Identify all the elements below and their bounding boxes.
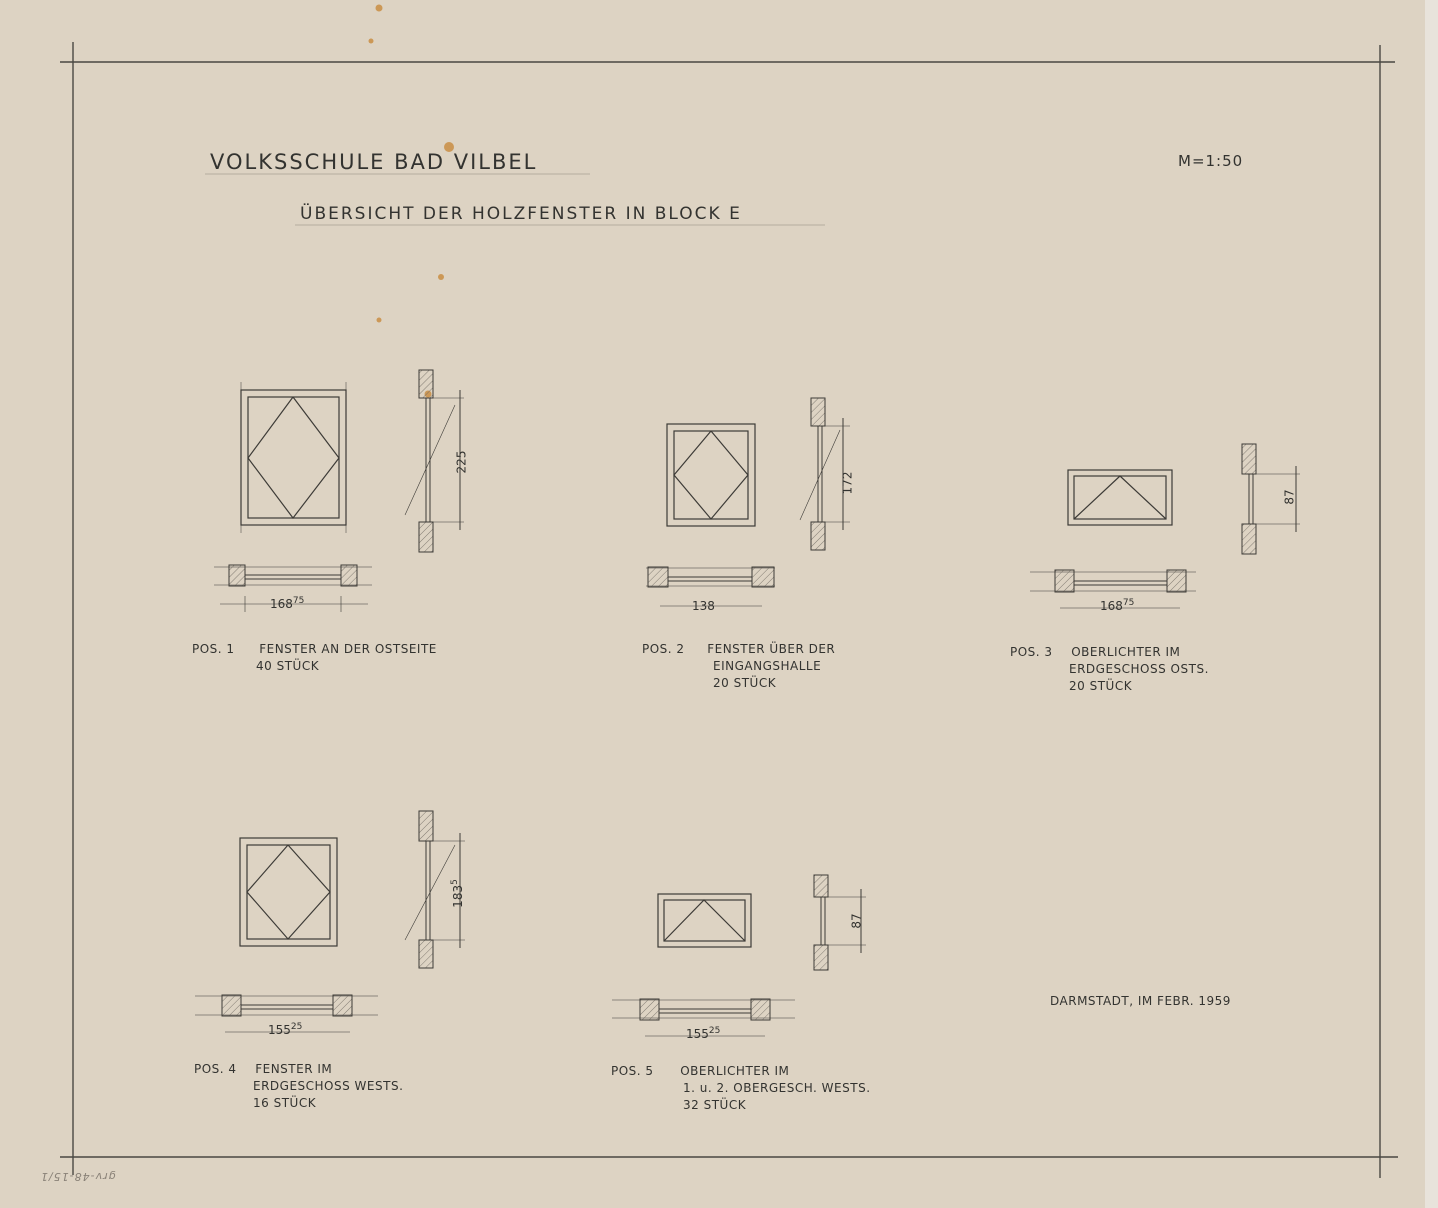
scale-label: M=1:50 bbox=[1178, 152, 1244, 170]
drawing-title: VOLKSSCHULE BAD VILBEL bbox=[210, 150, 538, 174]
pos2-height-dim: 172 bbox=[840, 471, 855, 495]
pos2-width-dim: 138 bbox=[692, 599, 715, 613]
pos2-section bbox=[799, 397, 850, 551]
pos2-elevation bbox=[666, 423, 756, 527]
drawing-subtitle: ÜBERSICHT DER HOLZFENSTER IN BLOCK E bbox=[300, 204, 742, 224]
title-guides bbox=[205, 173, 825, 226]
border-frame bbox=[60, 42, 1398, 1178]
pos3-elevation bbox=[1067, 469, 1173, 526]
pos4-caption: POS. 4 FENSTER IM ERDGESCHOSS WESTS. 16 … bbox=[194, 1061, 403, 1112]
pos1-width-dim: 16875 bbox=[270, 596, 305, 611]
pos2-line1: FENSTER ÜBER DER bbox=[707, 642, 836, 656]
pos2-line2: EINGANGSHALLE bbox=[713, 659, 822, 673]
pos3-line1: OBERLICHTER IM bbox=[1071, 645, 1181, 659]
pos4-line2: ERDGESCHOSS WESTS. bbox=[253, 1079, 404, 1093]
pos5-height-dim: 87 bbox=[849, 913, 864, 929]
pos5-plan bbox=[612, 998, 795, 1037]
pos1-plan bbox=[214, 564, 372, 612]
pos4-plan bbox=[195, 994, 378, 1033]
pos1-line1: FENSTER AN DER OSTSEITE bbox=[259, 642, 437, 656]
pos5-elevation bbox=[657, 893, 752, 948]
pos3-line3: 20 STÜCK bbox=[1069, 679, 1133, 693]
pos5-label: POS. 5 bbox=[611, 1064, 654, 1078]
pos1-line2: 40 STÜCK bbox=[256, 659, 320, 673]
pos1-section bbox=[404, 369, 464, 553]
pos2-label: POS. 2 bbox=[642, 642, 685, 656]
pos4-width-dim: 15525 bbox=[268, 1022, 303, 1037]
pos5-line3: 32 STÜCK bbox=[683, 1098, 747, 1112]
pos4-section bbox=[404, 810, 465, 969]
pos2-caption: POS. 2 FENSTER ÜBER DER EINGANGSHALLE 20… bbox=[642, 641, 835, 692]
pos3-line2: ERDGESCHOSS OSTS. bbox=[1069, 662, 1209, 676]
pos5-line2: 1. u. 2. OBERGESCH. WESTS. bbox=[683, 1081, 871, 1095]
pos5-width-dim: 15525 bbox=[686, 1026, 721, 1041]
location-date: DARMSTADT, IM FEBR. 1959 bbox=[1050, 994, 1231, 1008]
pos3-section bbox=[1241, 443, 1300, 555]
archive-number: grv-48-15/1 bbox=[40, 1170, 116, 1183]
pos1-caption: POS. 1 FENSTER AN DER OSTSEITE 40 STÜCK bbox=[192, 641, 437, 675]
paper-edge bbox=[1425, 0, 1438, 1208]
pos1-height-dim: 225 bbox=[454, 450, 469, 474]
pos3-caption: POS. 3 OBERLICHTER IM ERDGESCHOSS OSTS. … bbox=[1010, 644, 1209, 695]
pos4-elevation bbox=[239, 837, 338, 947]
pos1-label: POS. 1 bbox=[192, 642, 235, 656]
pos4-line3: 16 STÜCK bbox=[253, 1096, 317, 1110]
pos4-label: POS. 4 bbox=[194, 1062, 237, 1076]
pos1-elevation bbox=[240, 382, 347, 533]
pos5-caption: POS. 5 OBERLICHTER IM 1. u. 2. OBERGESCH… bbox=[611, 1063, 871, 1114]
pos3-plan bbox=[1030, 569, 1196, 609]
pos5-line1: OBERLICHTER IM bbox=[680, 1064, 790, 1078]
pos2-plan bbox=[646, 566, 775, 607]
pos4-height-dim: 1835 bbox=[449, 879, 465, 908]
pos5-section bbox=[813, 874, 866, 971]
pos3-label: POS. 3 bbox=[1010, 645, 1053, 659]
pos2-line3: 20 STÜCK bbox=[713, 676, 777, 690]
pos3-height-dim: 87 bbox=[1282, 489, 1297, 505]
pos4-line1: FENSTER IM bbox=[255, 1062, 333, 1076]
pos3-width-dim: 16875 bbox=[1100, 598, 1135, 613]
